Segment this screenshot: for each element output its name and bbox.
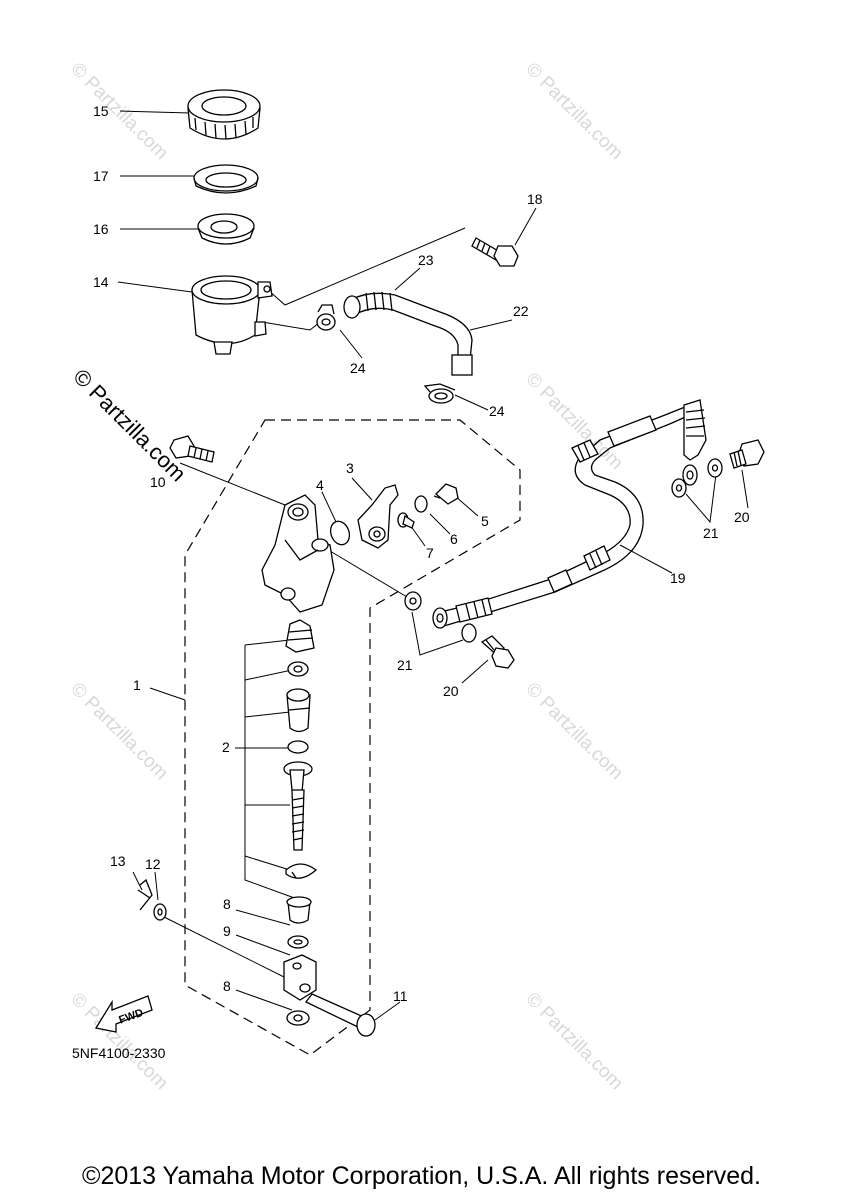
union-bolt-20-right [729,439,765,469]
callout-18: 18 [527,191,543,207]
callout-22: 22 [513,303,529,319]
reservoir-hose [343,291,473,376]
watermark-5: © Partzilla.com [521,679,626,784]
callout-12: 12 [145,856,161,872]
callout-8-upper: 8 [223,896,231,912]
callout-16: 16 [93,221,109,237]
watermarks: © Partzilla.com © Partzilla.com © Partzi… [66,59,626,1094]
leader-lines [117,110,749,1021]
washer-21-lower [461,623,477,643]
callout-5: 5 [481,513,489,529]
fwd-arrow-icon: FWD [94,995,153,1033]
callout-13: 13 [110,853,126,869]
callout-17: 17 [93,168,109,184]
callout-21-right: 21 [703,525,719,541]
watermark-7: © Partzilla.com [521,989,626,1094]
nut-9 [287,935,309,949]
callout-24-upper: 24 [350,360,366,376]
washer-12 [153,903,167,921]
washers-21-right [671,458,723,498]
master-cylinder-body [261,494,335,613]
watermark-3: © Partzilla.com [521,369,626,474]
callout-10: 10 [150,474,166,490]
callout-2: 2 [222,739,230,755]
watermark-2: © Partzilla.com [521,59,626,164]
callout-1: 1 [133,677,141,693]
union-bolt-20-lower [480,635,515,669]
hose-clip-upper [316,304,336,331]
parts-diagram: © Partzilla.com © Partzilla.com © Partzi… [66,59,765,1094]
callout-20-lower: 20 [443,683,459,699]
watermark-6: © Partzilla.com [66,989,171,1094]
callout-7: 7 [426,545,434,561]
callout-24-lower: 24 [489,403,505,419]
diaphragm-plate [193,164,259,194]
diaphragm [197,213,255,245]
brake-hose [432,399,707,629]
bolt-10 [169,435,215,463]
callout-9: 9 [223,923,231,939]
callout-11: 11 [393,988,408,1004]
callout-15: 15 [93,103,109,119]
hose-joint [357,484,399,549]
callout-14: 14 [93,274,109,290]
callout-6: 6 [450,531,458,547]
washer-7 [397,512,415,529]
reservoir [191,275,273,355]
clevis [283,954,317,1001]
callout-numbers: 15 17 16 14 18 23 22 24 24 10 3 4 5 6 7 … [93,103,750,1004]
watermark-1: © Partzilla.com [66,59,171,164]
callout-20-right: 20 [734,509,750,525]
boot-8-upper [286,896,312,924]
bolt-18 [471,237,519,267]
clevis-pin [305,993,376,1037]
washer-6 [414,495,428,513]
o-ring [329,520,351,546]
assembly-boundary [184,419,521,1056]
washer-21-left-inner [409,597,417,605]
piston-kit [283,619,318,879]
screw-5 [433,483,459,505]
callout-3: 3 [346,460,354,476]
part-code: 5NF4100-2330 [72,1045,166,1061]
cotter-pin [137,878,153,911]
watermark-main: © Partzilla.com [68,364,191,487]
callout-8-lower: 8 [223,978,231,994]
callout-19: 19 [670,570,686,586]
callout-23: 23 [418,252,434,268]
reservoir-cap [187,89,261,140]
nut-8-lower [286,1010,310,1026]
hose-clip-lower [423,383,456,404]
callout-4: 4 [316,477,324,493]
watermark-4: © Partzilla.com [66,679,171,784]
copyright-notice: ©2013 Yamaha Motor Corporation, U.S.A. A… [82,1162,761,1190]
callout-21-left: 21 [397,657,413,673]
